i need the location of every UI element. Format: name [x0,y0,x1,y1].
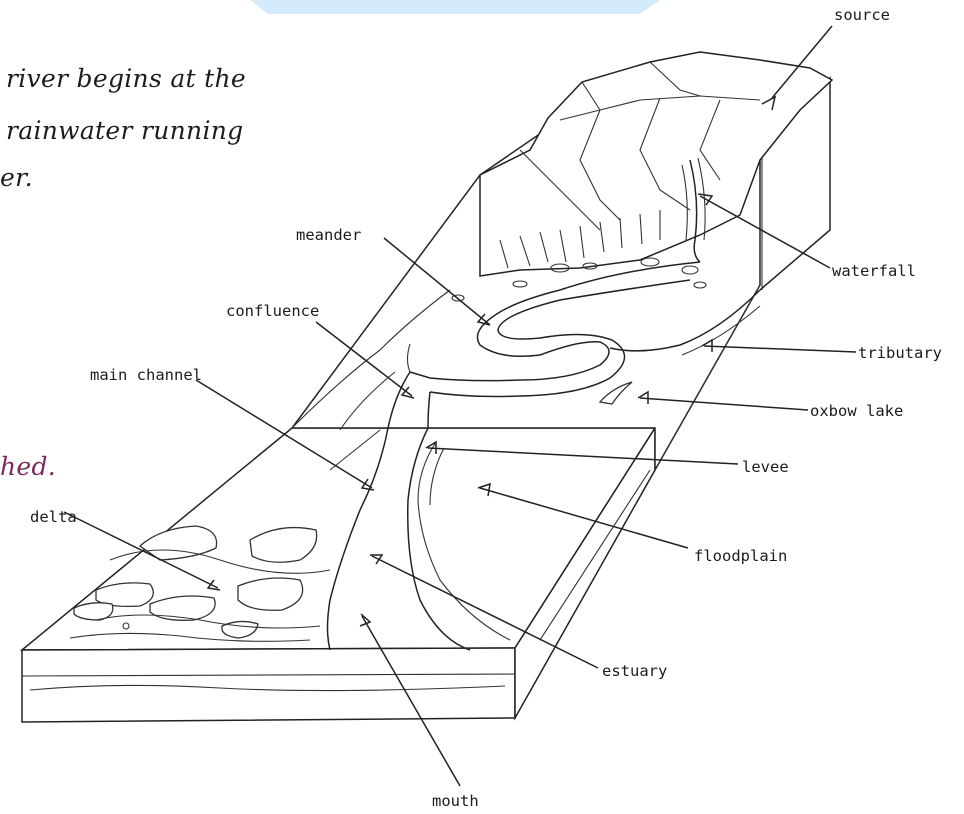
label-oxbow-lake: oxbow lake [810,402,903,420]
landscape-block [22,52,832,722]
label-tributary: tributary [858,344,942,362]
label-source: source [834,6,890,24]
label-waterfall: waterfall [832,262,916,280]
top-decorative-band [250,0,660,14]
label-confluence: confluence [226,302,319,320]
label-estuary: estuary [602,662,667,680]
label-meander: meander [296,226,361,244]
label-levee: levee [742,458,789,476]
label-main-channel: main channel [90,366,202,384]
label-delta: delta [30,508,77,526]
label-floodplain: floodplain [694,547,787,565]
label-mouth: mouth [432,792,479,810]
tributary-pointer [704,346,856,352]
